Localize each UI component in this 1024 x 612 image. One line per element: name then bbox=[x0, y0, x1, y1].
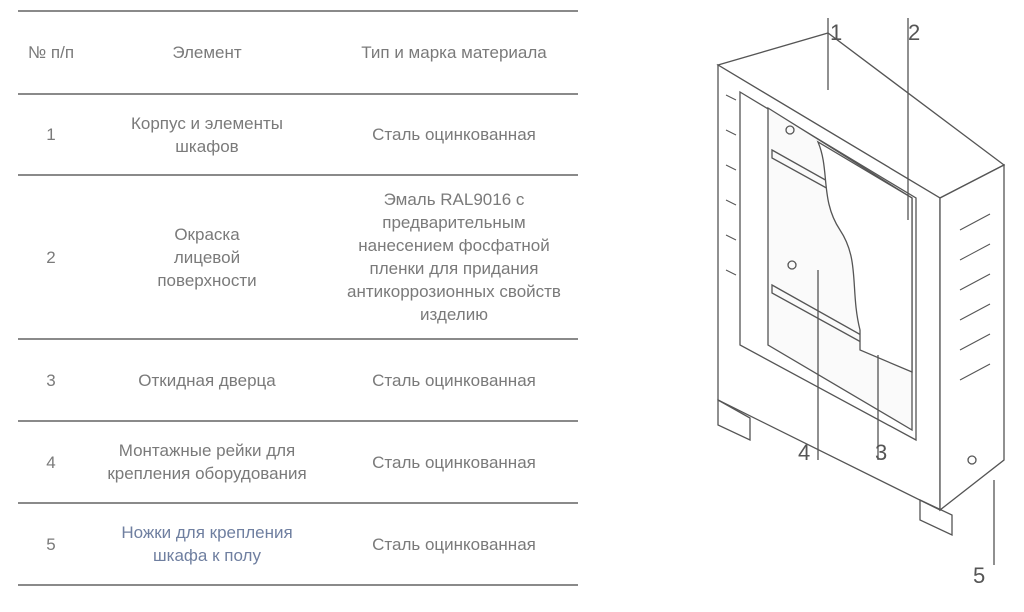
table-header: № п/п Элемент Тип и марка материала bbox=[18, 10, 578, 93]
row-num: 4 bbox=[46, 452, 56, 472]
header-num: № п/п bbox=[27, 43, 75, 62]
callout-2: 2 bbox=[908, 20, 920, 45]
row-num: 2 bbox=[46, 247, 56, 267]
row-element: Ножки для крепления шкафа к полу bbox=[121, 523, 293, 565]
table-row: 5 Ножки для крепления шкафа к полу Сталь… bbox=[18, 502, 578, 586]
row-element: Окраска лицевой поверхности bbox=[157, 224, 257, 290]
callout-5: 5 bbox=[973, 563, 985, 588]
callout-3: 3 bbox=[875, 440, 887, 465]
table-row: 1 Корпус и элементы шкафов Сталь оцинков… bbox=[18, 93, 578, 174]
header-element: Элемент bbox=[172, 43, 242, 62]
row-material: Сталь оцинкованная bbox=[372, 125, 536, 144]
row-num: 3 bbox=[46, 370, 56, 390]
callout-1: 1 bbox=[830, 20, 842, 45]
table-row: 4 Монтажные рейки для крепления оборудов… bbox=[18, 420, 578, 502]
row-element: Откидная дверца bbox=[138, 370, 276, 390]
row-num: 5 bbox=[46, 534, 56, 554]
row-material: Эмаль RAL9016 с предварительным нанесени… bbox=[347, 190, 561, 324]
row-material: Сталь оцинкованная bbox=[372, 452, 536, 472]
row-element: Монтажные рейки для крепления оборудован… bbox=[107, 441, 307, 483]
table-row: 3 Откидная дверца Сталь оцинкованная bbox=[18, 338, 578, 420]
cabinet-drawing: 1 2 3 4 5 bbox=[716, 18, 1006, 588]
materials-table: № п/п Элемент Тип и марка материала 1 Ко… bbox=[18, 10, 578, 586]
row-material: Сталь оцинкованная bbox=[372, 370, 536, 390]
callout-4: 4 bbox=[798, 440, 810, 465]
row-num: 1 bbox=[46, 125, 56, 144]
row-element: Корпус и элементы шкафов bbox=[131, 113, 283, 156]
row-material: Сталь оцинкованная bbox=[372, 534, 536, 554]
table-row: 2 Окраска лицевой поверхности Эмаль RAL9… bbox=[18, 174, 578, 338]
header-material: Тип и марка материала bbox=[361, 43, 547, 62]
